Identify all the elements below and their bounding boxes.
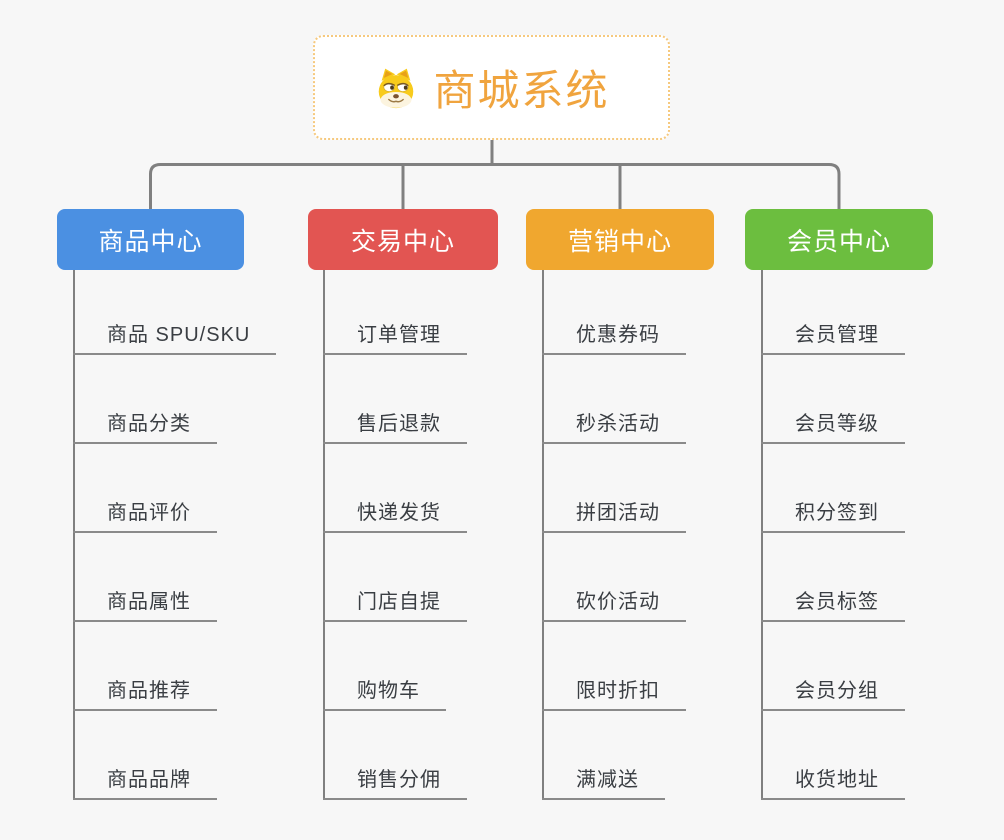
leaf-item[interactable]: 会员分组 [761, 675, 905, 711]
leaf-item[interactable]: 拼团活动 [542, 497, 686, 533]
leaf-item[interactable]: 会员标签 [761, 586, 905, 622]
leaf-item[interactable]: 砍价活动 [542, 586, 686, 622]
root-node-mall-system[interactable]: 商城系统 [313, 35, 670, 140]
branch-node-member-center[interactable]: 会员中心 [745, 209, 933, 270]
leaf-item[interactable]: 积分签到 [761, 497, 905, 533]
leaf-item[interactable]: 秒杀活动 [542, 408, 686, 444]
branch-node-trade-center[interactable]: 交易中心 [308, 209, 498, 270]
leaf-item[interactable]: 收货地址 [761, 764, 905, 800]
root-node-label: 商城系统 [433, 67, 610, 114]
doge-dog-face-icon [379, 68, 414, 108]
leaf-item[interactable]: 限时折扣 [542, 675, 686, 711]
leaf-item[interactable]: 销售分佣 [323, 764, 467, 800]
leaf-item[interactable]: 满减送 [542, 764, 665, 800]
leaf-item[interactable]: 商品推荐 [73, 675, 217, 711]
leaf-item[interactable]: 快递发货 [323, 497, 467, 533]
leaf-item[interactable]: 会员管理 [761, 319, 905, 355]
leaf-item[interactable]: 售后退款 [323, 408, 467, 444]
leaf-item[interactable]: 会员等级 [761, 408, 905, 444]
leaf-item[interactable]: 商品评价 [73, 497, 217, 533]
leaf-item[interactable]: 门店自提 [323, 586, 467, 622]
leaf-item[interactable]: 购物车 [323, 675, 446, 711]
leaf-item[interactable]: 商品属性 [73, 586, 217, 622]
leaf-item[interactable]: 商品 SPU/SKU [73, 319, 277, 355]
leaf-item[interactable]: 优惠券码 [542, 319, 686, 355]
branch-node-marketing-center[interactable]: 营销中心 [526, 209, 714, 270]
branch-node-product-center[interactable]: 商品中心 [57, 209, 244, 270]
leaf-item[interactable]: 商品分类 [73, 408, 217, 444]
leaf-item[interactable]: 订单管理 [323, 319, 467, 355]
leaf-item[interactable]: 商品品牌 [73, 764, 217, 800]
